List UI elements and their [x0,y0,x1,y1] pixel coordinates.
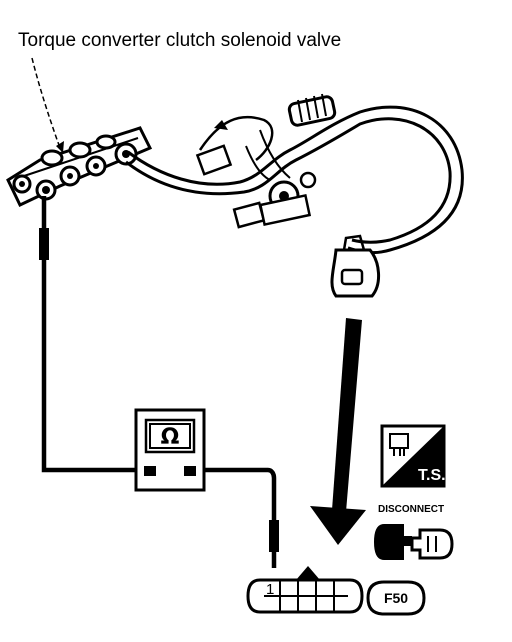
leader-arrowhead-icon [56,141,64,153]
component-label: Torque converter clutch solenoid valve [18,30,341,51]
disconnect-icon: DISCONNECT [374,504,454,560]
ohmmeter: Ω [134,408,206,492]
label-leader-line [31,57,61,149]
solenoid-valve-assembly [6,126,153,207]
disconnect-label: DISCONNECT [378,504,444,515]
test-leads [39,196,279,568]
ts-label: T.S. [418,467,446,484]
ts-icon: T.S. [380,424,446,488]
pointer-arrow-shaft [332,318,362,512]
connector-face: 1 [246,566,364,614]
connector-code-tag: F50 [366,580,426,616]
harness-connector [330,234,380,298]
pointer-arrowhead-icon [310,506,366,545]
connector-code: F50 [384,590,408,606]
connector-pin-number: 1 [266,581,274,598]
ohm-symbol-icon: Ω [161,425,180,450]
wiring-harness [125,93,464,255]
